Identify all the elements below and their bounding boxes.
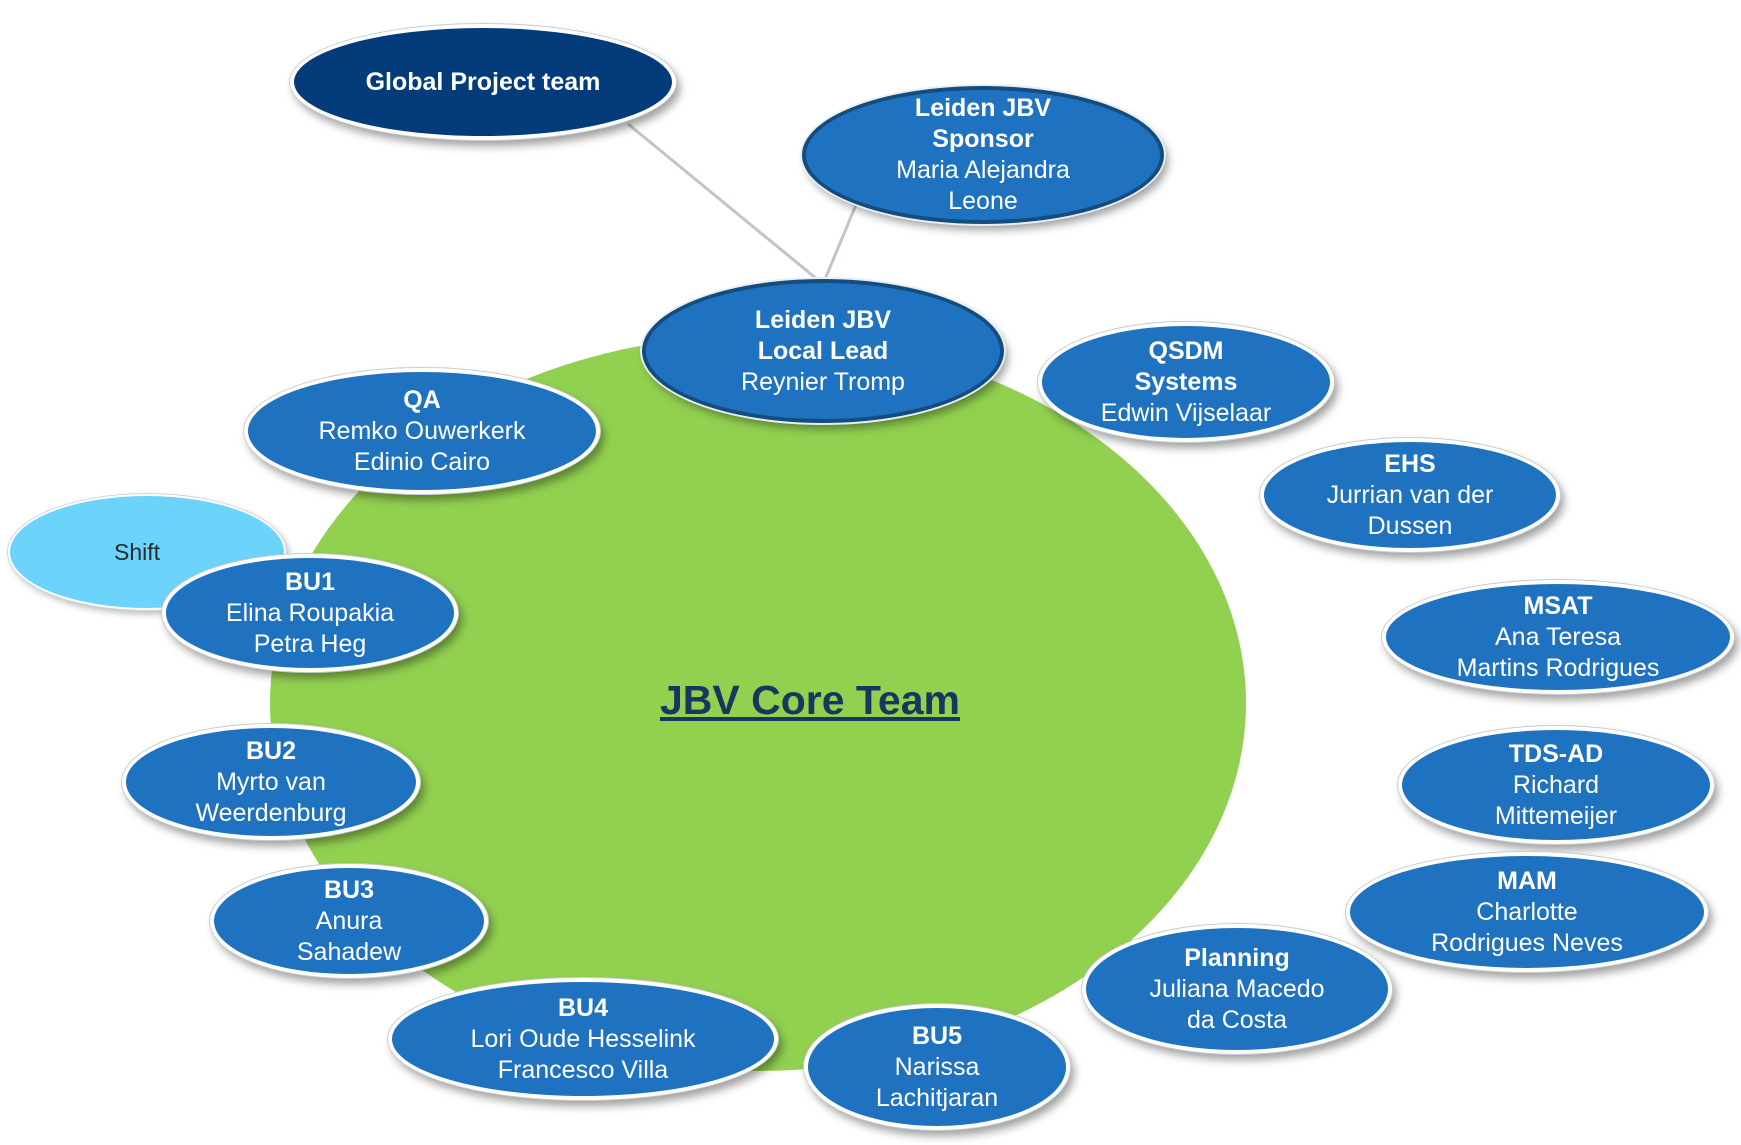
local-lead-role-line-2: Local Lead — [757, 336, 889, 365]
local-lead-node: Leiden JBV Local Lead Reynier Tromp — [642, 279, 1004, 423]
member-node-tds-ad: TDS-AD Richard Mittemeijer — [1398, 726, 1714, 844]
member-name: Remko Ouwerkerk — [318, 416, 526, 445]
member-name: Petra Heg — [253, 629, 367, 658]
member-role: QA — [403, 385, 441, 414]
member-name: Sahadew — [296, 937, 402, 966]
connector-sponsor-to-lead — [821, 199, 860, 285]
member-role: EHS — [1384, 449, 1436, 478]
member-role: BU1 — [284, 567, 335, 596]
member-role: BU5 — [911, 1021, 962, 1050]
global-project-team-node: Global Project team — [290, 24, 676, 140]
member-role: BU2 — [245, 736, 296, 765]
member-name: Ana Teresa — [1494, 622, 1621, 651]
member-role: BU3 — [323, 875, 374, 904]
member-name: Richard — [1512, 770, 1600, 799]
member-name: Lachitjaran — [875, 1083, 999, 1112]
sponsor-name-line-2: Leone — [948, 187, 1018, 215]
member-node-mam: MAM Charlotte Rodrigues Neves — [1346, 852, 1708, 972]
member-name: Mittemeijer — [1494, 801, 1618, 830]
connector-global-to-lead — [627, 122, 824, 286]
sponsor-role-line-2: Sponsor — [932, 125, 1034, 153]
member-name: Francesco Villa — [497, 1055, 669, 1084]
member-role: Systems — [1134, 367, 1238, 396]
member-role: Planning — [1184, 943, 1290, 972]
member-role: MSAT — [1523, 591, 1593, 620]
member-node-msat: MSAT Ana Teresa Martins Rodrigues — [1382, 580, 1734, 694]
sponsor-node: Leiden JBV Sponsor Maria Alejandra Leone — [802, 86, 1164, 224]
core-team-circle — [270, 335, 1246, 1071]
local-lead-name: Reynier Tromp — [741, 367, 905, 396]
member-name: Weerdenburg — [195, 798, 347, 827]
member-name: Charlotte — [1476, 897, 1578, 926]
member-role: TDS-AD — [1508, 739, 1604, 768]
member-node-planning: Planning Juliana Macedo da Costa — [1082, 924, 1392, 1054]
member-name: Lori Oude Hesselink — [470, 1024, 696, 1053]
member-node-bu3: BU3 Anura Sahadew — [210, 864, 488, 978]
member-role: QSDM — [1148, 336, 1224, 365]
member-name: da Costa — [1186, 1005, 1288, 1034]
core-team-title: JBV Core Team — [659, 677, 960, 723]
member-node-bu2: BU2 Myrto van Weerdenburg — [122, 724, 420, 840]
local-lead-role-line-1: Leiden JBV — [754, 305, 892, 334]
global-project-team-label: Global Project team — [365, 67, 601, 96]
member-node-qa: QA Remko Ouwerkerk Edinio Cairo — [244, 368, 600, 494]
member-name: Juliana Macedo — [1149, 974, 1325, 1003]
member-node-ehs: EHS Jurrian van der Dussen — [1260, 438, 1560, 552]
member-name: Narissa — [894, 1052, 980, 1081]
member-name: Elina Roupakia — [225, 598, 395, 627]
member-role: MAM — [1497, 866, 1557, 895]
member-name: Dussen — [1367, 511, 1453, 540]
sponsor-role-line-1: Leiden JBV — [914, 94, 1052, 122]
member-node-bu4: BU4 Lori Oude Hesselink Francesco Villa — [388, 978, 778, 1100]
member-name: Myrto van — [216, 767, 326, 796]
member-name: Edwin Vijselaar — [1100, 398, 1272, 427]
member-role: BU4 — [557, 993, 608, 1022]
member-name: Martins Rodrigues — [1456, 653, 1660, 682]
sponsor-name-line-1: Maria Alejandra — [896, 156, 1070, 184]
member-name: Anura — [315, 906, 383, 935]
member-node-qsdm: QSDM Systems Edwin Vijselaar — [1038, 322, 1334, 442]
member-name: Rodrigues Neves — [1431, 928, 1623, 957]
member-node-bu1: BU1 Elina Roupakia Petra Heg — [162, 554, 458, 672]
member-name: Edinio Cairo — [353, 447, 491, 476]
shift-label: Shift — [113, 538, 161, 565]
member-name: Jurrian van der — [1326, 480, 1494, 509]
member-node-bu5: BU5 Narissa Lachitjaran — [804, 1004, 1070, 1130]
